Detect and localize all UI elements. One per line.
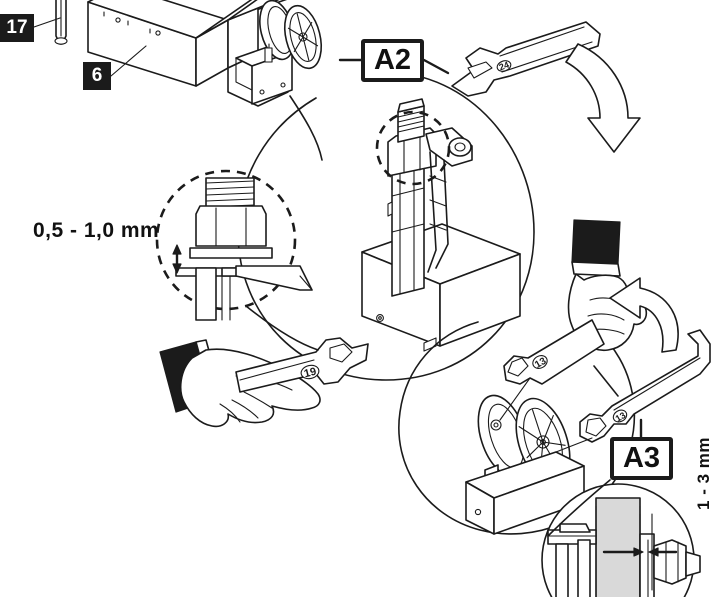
wrench-lower-right-13: 13 (579, 329, 711, 443)
step-tag-a3-label: A3 (614, 441, 669, 476)
frame-corner-assembly (33, 0, 323, 107)
leader-frame-to-circle (289, 95, 323, 161)
detail-thread-gap (155, 169, 313, 321)
leader-detail-to-wrench (245, 305, 319, 351)
tag-a3-leader-bottom (547, 479, 611, 537)
step-tag-a2-label: A2 (365, 43, 420, 78)
step-tag-a3: A3 (610, 437, 673, 480)
twin-wheel-assembly-lower (465, 377, 593, 535)
svg-text:24: 24 (498, 60, 511, 73)
part-callout-17: 17 (0, 14, 34, 42)
hand-with-wrench-19: 19 (159, 337, 369, 428)
detail-jack-head (375, 110, 451, 186)
svg-text:13: 13 (533, 356, 549, 371)
leader-6 (110, 45, 147, 77)
svg-text:13: 13 (614, 410, 628, 424)
dimension-label-hub: 1 - 3 mm (694, 437, 713, 510)
arrow-tighten-top (565, 43, 641, 153)
dimension-label-gap: 0,5 - 1,0 mm (33, 219, 160, 242)
leader-17 (33, 17, 61, 28)
jack-post-assembly (361, 98, 521, 352)
arrow-tighten-right (609, 277, 679, 353)
callout-circle-a3 (398, 321, 636, 535)
tag-a2-leader-right (422, 58, 450, 75)
wrench-top-24: 24 (451, 21, 601, 97)
long-bolt-17 (54, 0, 68, 45)
detail-hub-gap (541, 483, 701, 597)
twin-wheels-top (259, 0, 323, 70)
svg-text:19: 19 (303, 366, 318, 381)
step-tag-a2: A2 (361, 39, 424, 82)
part-callout-6: 6 (83, 62, 111, 90)
